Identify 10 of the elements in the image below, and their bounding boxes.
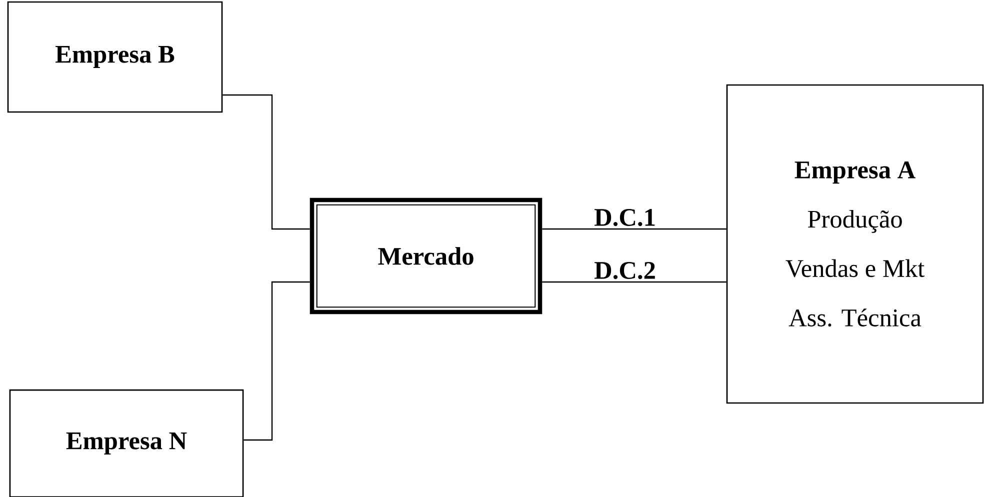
connector-line <box>542 281 726 283</box>
company-box: Empresa B <box>7 1 223 113</box>
edge-label: D.C.2 <box>592 260 658 280</box>
market-box: Mercado <box>310 198 542 314</box>
company-box: Empresa N <box>9 389 244 497</box>
connector-line <box>542 228 726 230</box>
connector-line <box>244 281 310 441</box>
company-box: Empresa A Produção Vendas e Mkt Ass. Técnica <box>726 84 984 404</box>
edge-label: D.C.1 <box>592 208 658 228</box>
connector-line <box>222 94 310 230</box>
